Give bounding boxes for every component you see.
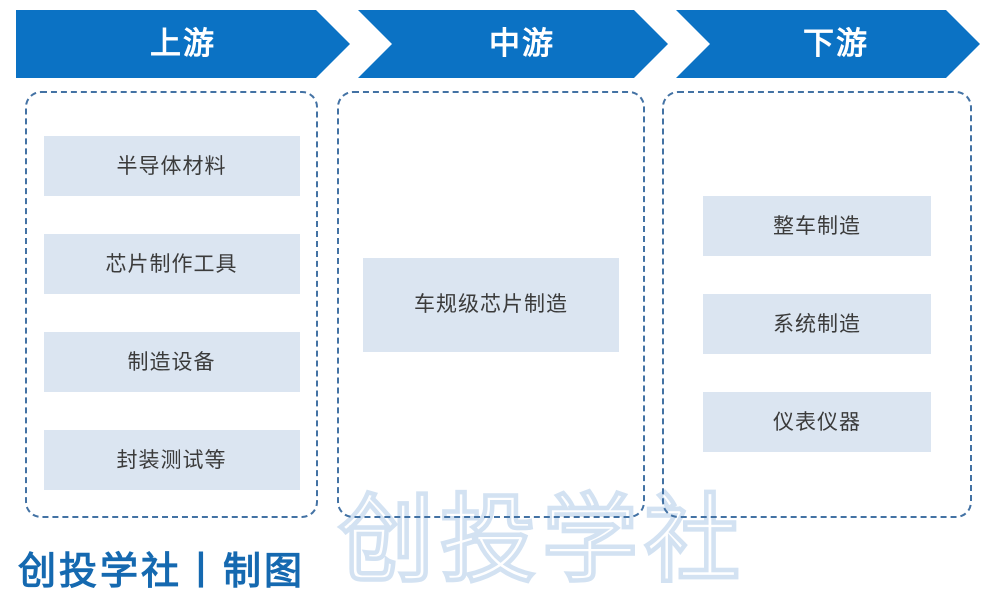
list-item-label: 车规级芯片制造 (414, 293, 568, 316)
list-item[interactable]: 制造设备 (43, 332, 300, 392)
list-item[interactable]: 系统制造 (703, 294, 931, 354)
list-item[interactable]: 车规级芯片制造 (363, 257, 619, 352)
stage-column-downstream: 整车制造 系统制造 仪表仪器 (662, 91, 972, 518)
list-item[interactable]: 仪表仪器 (703, 392, 931, 452)
stage-arrow-downstream[interactable]: 下游 (676, 10, 980, 78)
list-item-label: 封装测试等 (116, 448, 227, 472)
list-item-label: 系统制造 (773, 312, 861, 336)
stage-arrow-label-upstream: 上游 (150, 25, 216, 61)
stage-arrow-midstream[interactable]: 中游 (358, 10, 668, 78)
list-item[interactable]: 芯片制作工具 (43, 234, 300, 294)
stage-column-upstream: 半导体材料 芯片制作工具 制造设备 封装测试等 (25, 91, 318, 518)
list-item-label: 制造设备 (127, 350, 216, 374)
stage-arrow-upstream[interactable]: 上游 (16, 10, 350, 78)
list-item-label: 芯片制作工具 (105, 252, 238, 276)
list-item[interactable]: 封装测试等 (43, 430, 300, 490)
stage-arrow-label-midstream: 中游 (489, 25, 555, 61)
list-item-label: 整车制造 (773, 214, 861, 238)
stage-column-midstream: 车规级芯片制造 (337, 91, 645, 518)
list-item-label: 半导体材料 (116, 154, 227, 178)
list-item[interactable]: 半导体材料 (43, 136, 300, 196)
list-item-label: 仪表仪器 (773, 410, 861, 434)
stage-arrow-label-downstream: 下游 (803, 25, 869, 61)
list-item[interactable]: 整车制造 (703, 196, 931, 256)
credit-byline: 创投学社丨制图 (18, 551, 306, 593)
stage-header-banner: 上游 中游 下游 (16, 10, 980, 78)
